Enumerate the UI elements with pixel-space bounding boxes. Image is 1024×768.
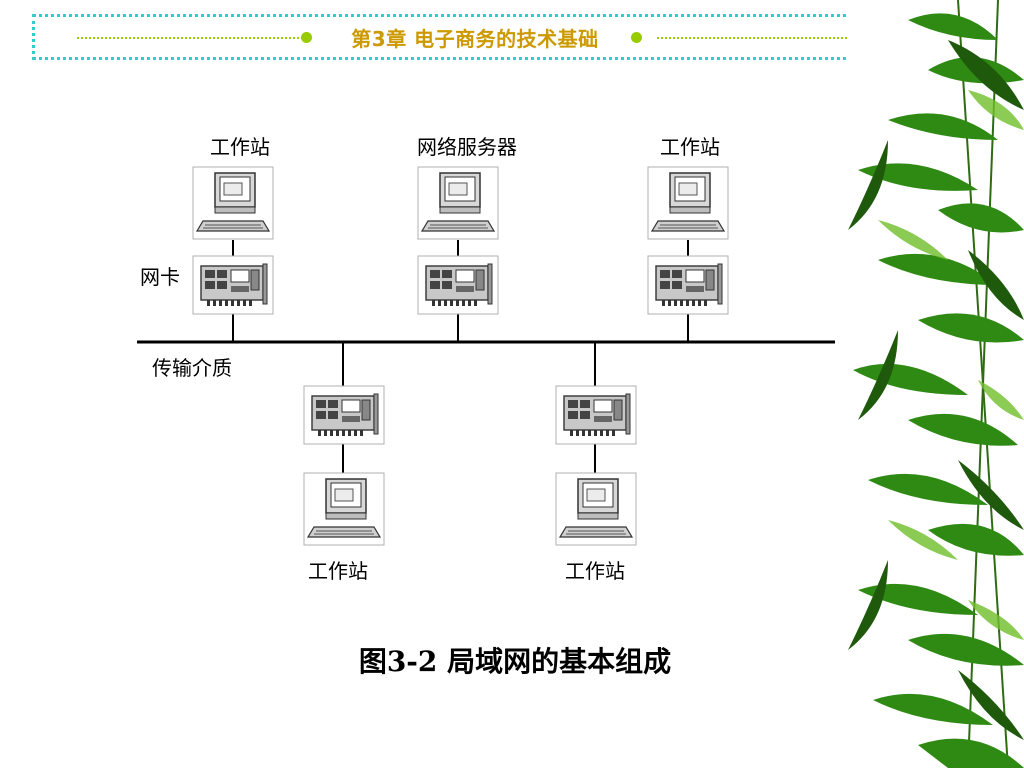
transmission-medium-label: 传输介质	[152, 356, 232, 380]
workstation-computer-3	[303, 472, 385, 546]
network-card-1	[192, 255, 274, 315]
server-label: 网络服务器	[417, 135, 517, 159]
workstation-computer-4	[555, 472, 637, 546]
workstation-computer-2	[647, 166, 729, 240]
server-computer	[417, 166, 499, 240]
workstation-node-1: 工作站	[192, 135, 274, 342]
server-node: 网络服务器	[417, 135, 517, 342]
bamboo-decoration	[848, 0, 1024, 768]
header-dotted-line-right	[657, 37, 867, 39]
network-card-2	[647, 255, 729, 315]
workstation-node-3: 工作站	[303, 342, 385, 583]
header-dotted-line-left	[77, 37, 303, 39]
network-card-server	[417, 255, 499, 315]
workstation-label-3: 工作站	[308, 559, 368, 583]
workstation-label-1: 工作站	[210, 135, 270, 159]
workstation-label-2: 工作站	[660, 135, 720, 159]
chapter-title: 第3章 电子商务的技术基础	[351, 27, 599, 51]
workstation-node-4: 工作站	[555, 342, 637, 583]
chapter-header: 第3章 电子商务的技术基础	[32, 14, 872, 60]
figure-caption: 图3-2 局域网的基本组成	[358, 645, 672, 678]
network-card-3	[303, 385, 385, 445]
header-bullet-left	[301, 32, 312, 43]
workstation-node-2: 工作站	[647, 135, 729, 342]
workstation-label-4: 工作站	[565, 559, 625, 583]
workstation-computer-1	[192, 166, 274, 240]
network-card-label: 网卡	[140, 265, 180, 289]
network-card-4	[555, 385, 637, 445]
header-bullet-right	[631, 32, 642, 43]
